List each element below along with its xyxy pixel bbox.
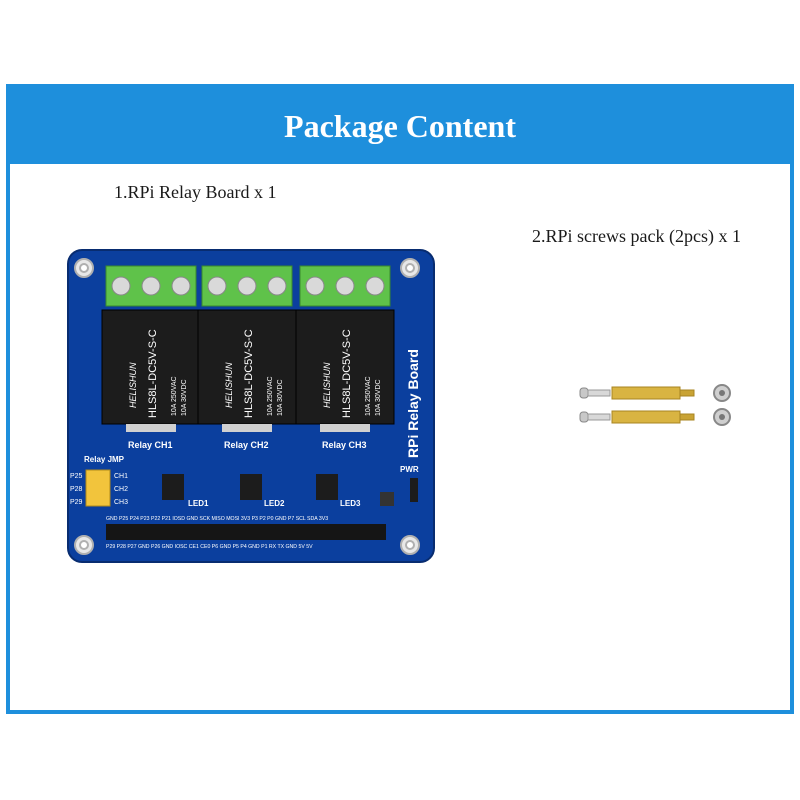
relay-rating-b-1: 10A 30VDC [181, 379, 188, 416]
jumper-pin-2: P28 [70, 486, 83, 493]
relay-brand-text-2: HELISHUN [224, 362, 234, 408]
jumper-label: Relay JMP [84, 455, 125, 464]
package-content-panel: Package Content 1.RPi Relay Board x 1 2.… [6, 84, 794, 714]
relay-rating-a-2: 10A 250VAC [267, 376, 274, 416]
item-label-screws-pack: 2.RPi screws pack (2pcs) x 1 [532, 226, 741, 246]
jumper-channel-3: CH3 [114, 499, 128, 506]
item-label-relay-board: 1.RPi Relay Board x 1 [114, 182, 277, 202]
standoff-1 [579, 384, 731, 402]
led-label-3: LED3 [340, 499, 361, 508]
relay-rating-a-3: 10A 250VAC [365, 376, 372, 416]
relay-rating-a-1: 10A 250VAC [171, 376, 178, 416]
led-label-2: LED2 [264, 499, 285, 508]
relay-model-text-2: HLS8L-DC5V-S-C [243, 329, 255, 418]
relay-brand-text-1: HELISHUN [128, 362, 138, 408]
relay-model-text-1: HLS8L-DC5V-S-C [147, 329, 159, 418]
channel-label-1: Relay CH1 [128, 440, 173, 450]
jumper-pin-1: P25 [70, 473, 83, 480]
relay-rating-b-3: 10A 30VDC [375, 379, 382, 416]
header-bar: Package Content [10, 88, 790, 164]
channel-label-2: Relay CH2 [224, 440, 269, 450]
relay-board-image: HLS8L-DC5V-S-C HLS8L-DC5V-S-C HLS8L-DC5V… [67, 249, 435, 563]
channel-label-3: Relay CH3 [322, 440, 367, 450]
relay-block-3 [295, 265, 395, 432]
board-title: RPi Relay Board [405, 349, 421, 458]
relay-brand-text-3: HELISHUN [322, 362, 332, 408]
relay-rating-b-2: 10A 30VDC [277, 379, 284, 416]
pin-row-top: GND P25 P24 P23 P22 P21 IOSD GND SCK MIS… [106, 516, 328, 522]
jumper-pin-3: P29 [70, 499, 83, 506]
screws-pack-image [579, 384, 731, 426]
jumper-channel-2: CH2 [114, 486, 128, 493]
relay-model-text-3: HLS8L-DC5V-S-C [341, 329, 353, 418]
relay-block-1 [101, 265, 201, 432]
pin-row-bottom: P29 P28 P27 GND P26 GND IOSC CE1 CE0 P6 … [106, 544, 313, 550]
page-title: Package Content [284, 107, 516, 144]
standoff-2 [579, 408, 731, 426]
relay-block-2 [197, 265, 297, 432]
led-label-1: LED1 [188, 499, 209, 508]
jumper-channel-1: CH1 [114, 473, 128, 480]
power-label: PWR [400, 465, 419, 474]
